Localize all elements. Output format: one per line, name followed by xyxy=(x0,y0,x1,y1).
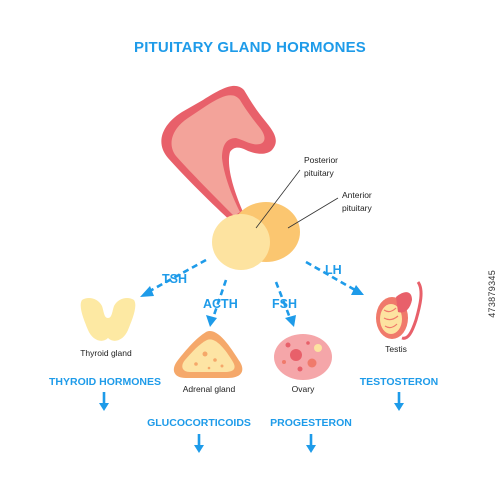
page-title: PITUITARY GLAND HORMONES xyxy=(134,39,366,56)
result-thyroid-label: THYROID HORMONES xyxy=(49,376,161,388)
hormone-tsh-label: TSH xyxy=(162,272,187,286)
arrow-acth xyxy=(206,279,228,327)
callout-anterior-line1: Anterior xyxy=(342,190,372,200)
result-testis-label: TESTOSTERON xyxy=(360,376,439,388)
pituitary-gland xyxy=(212,202,300,270)
arrow-fsh xyxy=(274,281,296,327)
organ-thyroid-label: Thyroid gland xyxy=(80,348,132,358)
down-arrow-thyroid xyxy=(99,392,109,411)
down-arrow-adrenal xyxy=(194,434,204,453)
stock-id-label: 473879345 xyxy=(487,270,497,318)
callout-anterior: Anterior pituitary xyxy=(287,190,373,229)
result-ovary-label: PROGESTERON xyxy=(270,417,352,429)
thyroid-gland-icon xyxy=(80,298,136,341)
callout-posterior-line2: pituitary xyxy=(304,168,335,178)
organ-adrenal-label: Adrenal gland xyxy=(183,384,236,394)
callout-posterior-line1: Posterior xyxy=(304,155,338,165)
callout-anterior-line2: pituitary xyxy=(342,203,373,213)
result-adrenal-label: GLUCOCORTICOIDS xyxy=(147,417,251,429)
down-arrow-ovary xyxy=(306,434,316,453)
posterior-pituitary-lobe xyxy=(212,214,270,270)
organ-ovary-label: Ovary xyxy=(292,384,315,394)
testis-icon xyxy=(376,281,423,340)
adrenal-gland-icon xyxy=(173,331,243,378)
callout-posterior: Posterior pituitary xyxy=(255,155,338,229)
down-arrow-testis xyxy=(394,392,404,411)
hypothalamus-illustration xyxy=(161,85,276,222)
organ-testis-label: Testis xyxy=(385,344,407,354)
ovary-icon xyxy=(274,334,332,380)
arrow-lh xyxy=(305,260,364,295)
arrow-tsh xyxy=(140,258,207,297)
hormone-fsh-label: FSH xyxy=(272,297,297,311)
hormone-lh-label: LH xyxy=(325,263,342,277)
hormone-acth-label: ACTH xyxy=(203,297,238,311)
